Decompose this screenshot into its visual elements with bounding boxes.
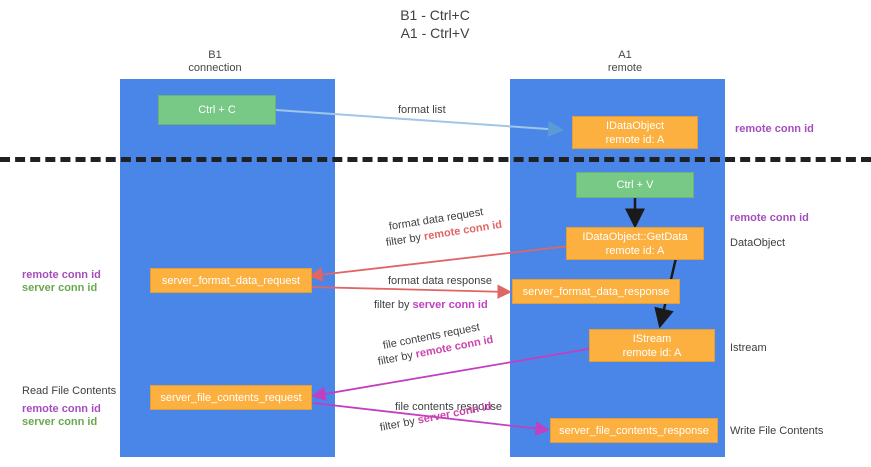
box-istream-sub: remote id: A <box>622 346 682 359</box>
arrow-format-data-response <box>309 284 512 299</box>
left-label-remote-conn-id-bot: remote conn id <box>22 403 101 415</box>
box-idataobject-sub: remote id: A <box>605 133 665 146</box>
box-getdata[interactable]: IDataObject::GetData remote id: A <box>566 227 704 260</box>
lane-header-a1: A1 remote <box>565 49 685 75</box>
box-idataobject-label: IDataObject <box>605 119 665 132</box>
filter-prefix: filter by <box>374 299 413 311</box>
label-format-data-response-filter: filter by server conn id <box>374 298 488 312</box>
box-getdata-sub: remote id: A <box>605 244 665 257</box>
right-label-remote-conn-id-mid: remote conn id <box>730 212 809 224</box>
left-label-read-file-contents: Read File Contents <box>22 385 117 397</box>
box-istream[interactable]: IStream remote id: A <box>589 329 715 362</box>
box-server-format-data-request-label: server_format_data_request <box>161 274 301 287</box>
box-getdata-label: IDataObject::GetData <box>582 230 688 243</box>
box-server-file-contents-response[interactable]: server_file_contents_response <box>550 418 718 443</box>
left-label-server-conn-id-mid: server conn id <box>22 282 98 294</box>
right-label-dataobject: DataObject <box>730 237 786 249</box>
arrow-file-contents-response <box>312 402 550 436</box>
box-istream-label: IStream <box>632 332 672 345</box>
lane-b1-sub: connection <box>188 62 242 74</box>
label-file-contents-response: file contents response <box>395 400 502 414</box>
box-ctrl-v[interactable]: Ctrl + V <box>576 172 694 198</box>
box-idataobject[interactable]: IDataObject remote id: A <box>572 116 698 149</box>
label-format-list: format list <box>398 104 446 116</box>
box-server-format-data-response-label: server_format_data_response <box>522 285 670 298</box>
lane-b1-name: B1 <box>208 49 222 61</box>
lane-a1-name: A1 <box>618 49 632 61</box>
arrow-format-list <box>275 109 564 138</box>
box-server-file-contents-request[interactable]: server_file_contents_request <box>150 385 312 410</box>
right-label-istream: Istream <box>730 342 767 354</box>
right-label-write-file-contents: Write File Contents <box>730 425 824 437</box>
label-format-data-response-text: format data response <box>388 275 492 287</box>
box-ctrl-c-label: Ctrl + C <box>198 104 236 116</box>
diagram-title: B1 - Ctrl+C A1 - Ctrl+V <box>335 6 535 42</box>
box-server-file-contents-response-label: server_file_contents_response <box>559 424 709 437</box>
box-server-format-data-response[interactable]: server_format_data_response <box>512 279 680 304</box>
label-file-contents-response-text: file contents response <box>395 401 503 413</box>
right-label-remote-conn-id-top: remote conn id <box>735 123 814 135</box>
filter-key-server-conn-id: server conn id <box>412 299 488 311</box>
box-server-format-data-request[interactable]: server_format_data_request <box>150 268 312 293</box>
lane-a1-sub: remote <box>607 62 643 74</box>
left-label-server-conn-id-bot: server conn id <box>22 416 98 428</box>
arrow-file-contents-request <box>311 347 595 401</box>
phase-divider <box>0 157 871 162</box>
left-label-remote-conn-id-mid: remote conn id <box>22 269 101 281</box>
box-ctrl-v-label: Ctrl + V <box>616 179 654 191</box>
label-format-data-response: format data response <box>388 274 492 288</box>
title-line-1: B1 - Ctrl+C <box>400 7 470 23</box>
arrow-format-data-request <box>308 244 579 282</box>
box-ctrl-c[interactable]: Ctrl + C <box>158 95 276 125</box>
box-server-file-contents-request-label: server_file_contents_request <box>160 391 302 404</box>
lane-header-b1: B1 connection <box>155 49 275 75</box>
title-line-2: A1 - Ctrl+V <box>400 25 470 41</box>
